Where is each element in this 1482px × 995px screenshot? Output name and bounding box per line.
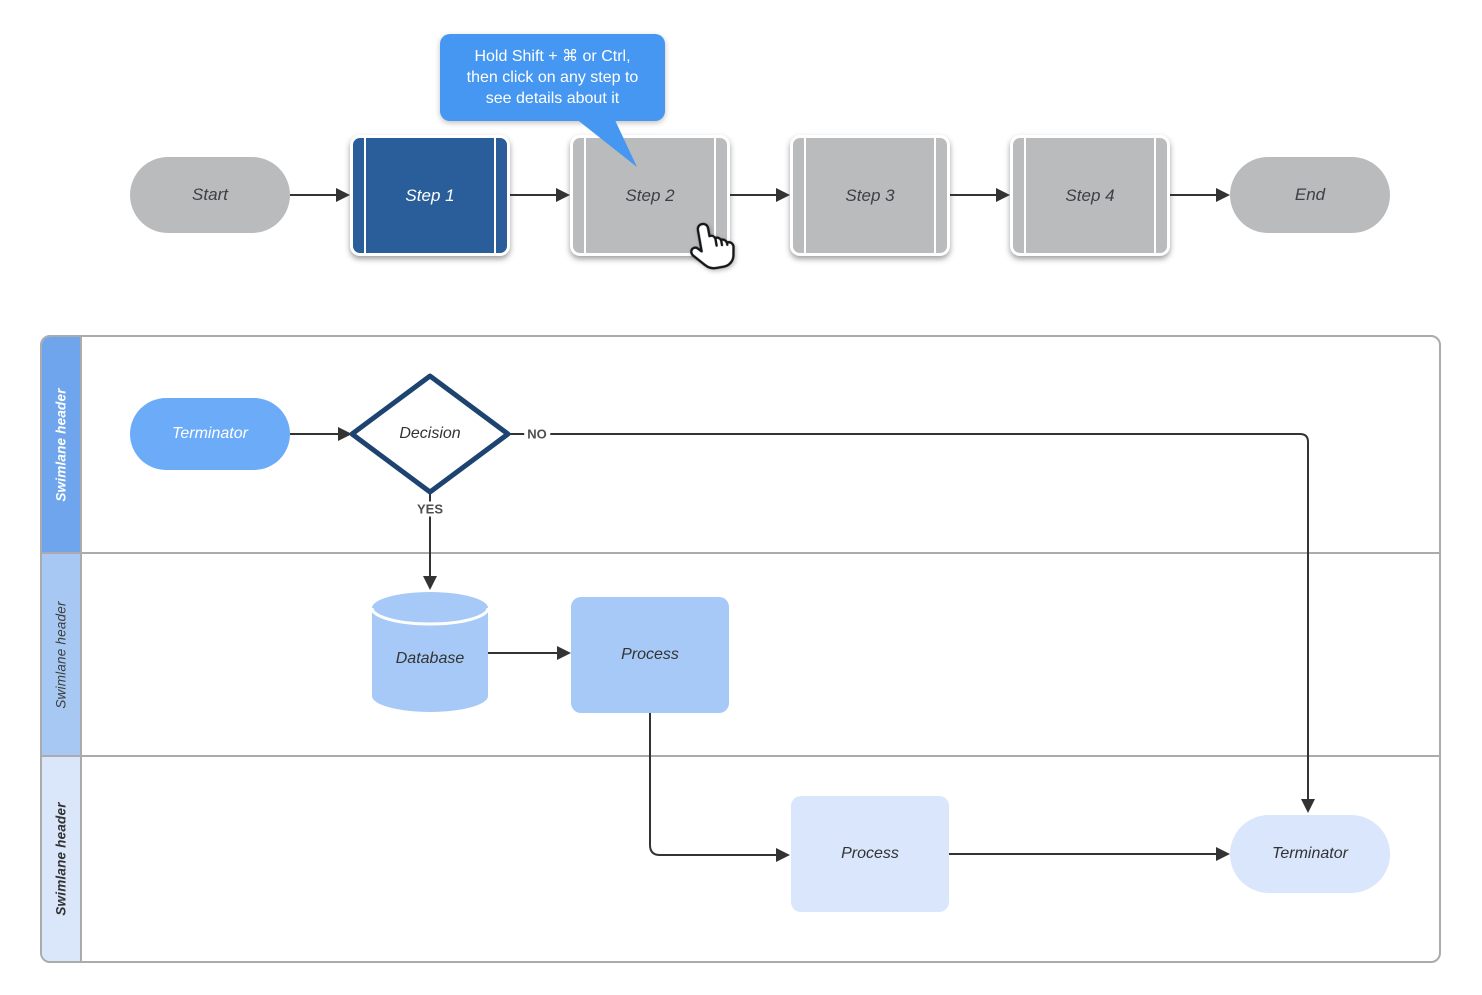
decision-shape[interactable]: Decision [352,376,508,492]
pointer-hand-icon [681,213,749,285]
step-inner-line [934,138,936,253]
connector-step1-step2[interactable] [510,188,570,202]
start-terminator[interactable]: Start [130,157,290,233]
step-1[interactable]: Step 1 [350,135,510,256]
connector-terminator-decision[interactable] [290,427,352,441]
connector-label-no[interactable]: NO [524,426,550,442]
swimlane-1-header[interactable]: Swimlane header [42,337,82,552]
step-inner-line [584,138,586,253]
step-inner-line [1154,138,1156,253]
terminator-bottom-label: Terminator [1272,845,1348,862]
step-4-label: Step 4 [1065,185,1115,205]
connector-step3-step4[interactable] [950,188,1010,202]
database-label: Database [395,650,465,667]
step-inner-line [364,138,366,253]
step-4[interactable]: Step 4 [1010,135,1170,256]
swimlane-2: Swimlane header [42,552,1439,755]
decision-label: Decision [399,425,461,442]
start-label: Start [192,185,228,204]
decision-diamond-shape[interactable] [349,373,511,495]
swimlane-1: Swimlane header [42,337,1439,552]
step-2-label: Step 2 [625,185,675,205]
connector-start-step1[interactable] [290,188,350,202]
step-1-label: Step 1 [405,185,455,205]
process-bottom[interactable]: Process [791,796,949,912]
step-inner-line [804,138,806,253]
swimlane-3-header[interactable]: Swimlane header [42,757,82,961]
database-cylinder-shape[interactable] [370,592,490,712]
end-terminator[interactable]: End [1230,157,1390,233]
process-bottom-label: Process [841,845,899,862]
step-inner-line [714,138,716,253]
step-inner-line [1024,138,1026,253]
step-inner-line [494,138,496,253]
connector-process-process[interactable] [649,713,790,862]
tooltip: Hold Shift + ⌘ or Ctrl, then click on an… [440,34,665,121]
database-shape[interactable]: Database [372,592,488,712]
connector-step4-end[interactable] [1170,188,1230,202]
step-3[interactable]: Step 3 [790,135,950,256]
swimlane-3: Swimlane header [42,755,1439,961]
swimlane-2-header[interactable]: Swimlane header [42,554,82,755]
step-3-label: Step 3 [845,185,895,205]
process-mid[interactable]: Process [571,597,729,713]
connector-no[interactable] [508,433,1315,813]
connector-step2-step3[interactable] [730,188,790,202]
terminator-bottom[interactable]: Terminator [1230,815,1390,893]
end-label: End [1294,185,1326,204]
terminator-top-label: Terminator [172,425,248,442]
terminator-top[interactable]: Terminator [130,398,290,470]
process-mid-label: Process [621,646,679,663]
connector-database-process[interactable] [488,646,571,660]
connector-process-terminator[interactable] [949,847,1230,861]
connector-label-yes[interactable]: YES [413,501,447,517]
tooltip-text: Hold Shift + ⌘ or Ctrl, then click on an… [466,47,639,108]
